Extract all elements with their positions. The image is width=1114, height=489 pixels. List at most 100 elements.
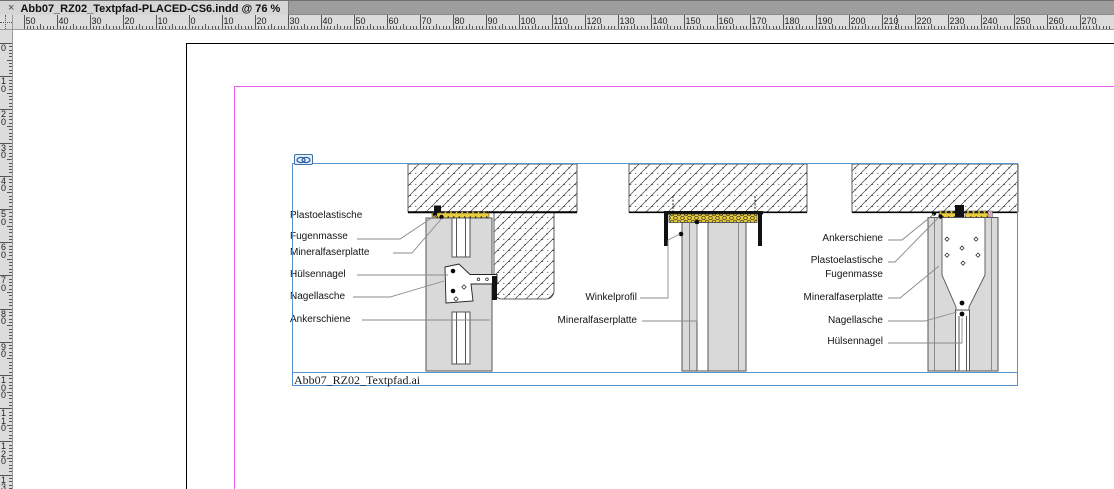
vruler-minor-tick (9, 288, 12, 290)
hruler-minor-tick (610, 26, 612, 29)
caption-frame[interactable] (292, 373, 1018, 386)
hruler-minor-tick (211, 26, 213, 29)
graphic-frame[interactable] (292, 163, 1018, 373)
vruler-minor-tick (9, 438, 12, 440)
hruler-minor-tick (469, 24, 470, 29)
vruler-label: 1 1 0 (1, 408, 7, 434)
hruler-minor-tick (205, 24, 206, 29)
hruler-minor-tick (983, 26, 985, 29)
hruler-minor-tick (1039, 26, 1041, 29)
hruler-major-tick (254, 15, 256, 29)
vruler-label: 1 3 0 (1, 474, 7, 489)
hruler-minor-tick (997, 24, 998, 29)
vruler-minor-tick (9, 232, 12, 234)
hruler-minor-tick (601, 24, 602, 29)
hruler-minor-tick (594, 26, 596, 29)
document-tab[interactable]: × Abb07_RZ02_Textpfad-PLACED-CS6.indd @ … (0, 1, 289, 16)
vruler-minor-tick (9, 348, 12, 350)
hruler-minor-tick (1020, 26, 1022, 29)
hruler-minor-tick (360, 26, 362, 29)
hruler-minor-tick (1010, 26, 1012, 29)
vruler-minor-tick (9, 301, 12, 303)
vruler-label: 2 0 (1, 109, 7, 127)
hruler-minor-tick (891, 26, 893, 29)
vruler-minor-tick (9, 106, 12, 108)
hruler-label: 10 (157, 16, 168, 26)
vruler-minor-tick (9, 298, 12, 300)
hruler-minor-tick (142, 26, 144, 29)
label-fugenmasse-right: Fugenmasse (825, 269, 883, 280)
hruler-minor-tick (762, 26, 764, 29)
hruler-major-tick (320, 15, 322, 29)
vruler-minor-tick (9, 79, 12, 81)
hruler-minor-tick (1109, 26, 1111, 29)
hruler-minor-tick (412, 26, 414, 29)
link-badge[interactable] (294, 154, 313, 165)
hruler-major-tick (89, 15, 91, 29)
hruler-minor-tick (706, 26, 708, 29)
vruler-minor-tick (9, 86, 12, 88)
close-tab-icon[interactable]: × (8, 2, 15, 14)
vruler-minor-tick (9, 265, 12, 267)
vruler-minor-tick (9, 471, 12, 473)
hruler-major-tick (23, 15, 25, 29)
vruler-minor-tick (9, 149, 12, 151)
hruler-minor-tick (224, 26, 226, 29)
hruler-minor-tick (69, 26, 71, 29)
hruler-major-tick (617, 15, 619, 29)
hruler-minor-tick (670, 26, 672, 29)
hruler-minor-tick (290, 26, 292, 29)
hruler-minor-tick (79, 26, 81, 29)
hruler-minor-tick (191, 26, 193, 29)
hruler-major-tick (155, 15, 157, 29)
hruler-minor-tick (693, 26, 695, 29)
hruler-minor-tick (284, 26, 286, 29)
hruler-minor-tick (597, 26, 599, 29)
hruler-minor-tick (327, 26, 329, 29)
vruler-label: 1 2 0 (1, 441, 7, 467)
hruler-minor-tick (535, 24, 536, 29)
vruler-minor-tick (9, 335, 12, 337)
hruler-minor-tick (640, 26, 642, 29)
hruler-label: 10 (223, 16, 234, 26)
hruler-major-tick (221, 15, 223, 29)
hruler-minor-tick (723, 26, 725, 29)
hruler-label: 50 (355, 16, 366, 26)
hruler-minor-tick (604, 26, 606, 29)
hruler-minor-tick (884, 26, 886, 29)
vruler-minor-tick (9, 464, 12, 466)
hruler-major-tick (485, 15, 487, 29)
vruler-major-tick (0, 76, 12, 78)
caption-text[interactable]: Abb07_RZ02_Textpfad.ai (294, 373, 421, 387)
hruler-minor-tick (792, 26, 794, 29)
hruler-label: 200 (850, 16, 866, 26)
hruler-minor-tick (818, 26, 820, 29)
hruler-minor-tick (241, 26, 243, 29)
hruler-minor-tick (525, 26, 527, 29)
hruler-minor-tick (488, 26, 490, 29)
hruler-minor-tick (139, 24, 140, 29)
hruler-major-tick (353, 15, 355, 29)
hruler-minor-tick (630, 26, 632, 29)
hruler-minor-tick (987, 26, 989, 29)
hruler-major-tick (386, 15, 388, 29)
label-nagellasche-right: Nagellasche (827, 315, 883, 326)
hruler-minor-tick (436, 24, 437, 29)
hruler-minor-tick (208, 26, 210, 29)
hruler-label: 80 (454, 16, 465, 26)
ruler-origin-box[interactable] (0, 15, 13, 30)
hruler-minor-tick (439, 26, 441, 29)
vruler-minor-tick (9, 162, 12, 164)
vruler-minor-tick (9, 66, 12, 68)
hruler-minor-tick (511, 26, 513, 29)
hruler-minor-tick (577, 26, 579, 29)
hruler-minor-tick (878, 26, 880, 29)
vruler-minor-tick (7, 424, 12, 426)
hruler-minor-tick (805, 26, 807, 29)
hruler-minor-tick (607, 26, 609, 29)
hruler-minor-tick (924, 26, 926, 29)
hruler-minor-tick (871, 26, 873, 29)
hruler-minor-tick (416, 26, 418, 29)
